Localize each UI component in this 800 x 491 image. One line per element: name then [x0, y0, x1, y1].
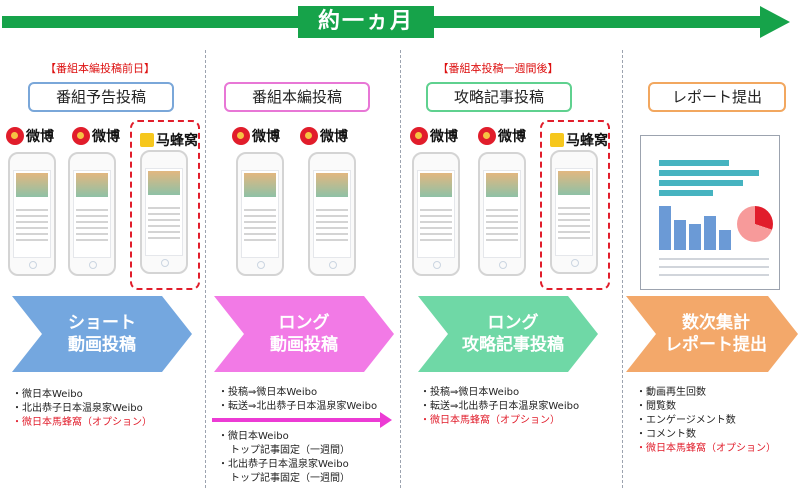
timeline-arrow-head	[760, 6, 790, 38]
chevron-3-label: ロング攻略記事投稿	[462, 312, 564, 355]
chevron-1	[12, 296, 192, 372]
weibo-logo: 微博	[478, 126, 526, 146]
weibo-icon	[300, 127, 318, 145]
phase-3-bullets: 投稿⇒微日本Weibo 転送⇒北出恭子日本温泉家Weibo 微日本馬蜂窩（オプシ…	[420, 386, 579, 428]
phone-screenshot	[308, 152, 356, 276]
chevron-4	[626, 296, 798, 372]
chevron-2	[214, 296, 394, 372]
mafengwo-icon	[550, 133, 564, 147]
chevron-2-label: ロング動画投稿	[270, 312, 338, 355]
bullet-subitem: トップ記事固定（一週間）	[230, 473, 350, 484]
weibo-icon	[72, 127, 90, 145]
phase-4-bullets: 動画再生回数 閲覧数 エンゲージメント数 コメント数 微日本馬蜂窩（オプション）	[636, 386, 776, 456]
phone-screenshot	[412, 152, 460, 276]
phase-divider	[400, 50, 401, 488]
phase-2-pinned-bullets: 微日本Weibo トップ記事固定（一週間） 北出恭子日本温泉家Weibo トップ…	[218, 430, 350, 486]
bullet-item: コメント数	[636, 428, 776, 442]
weibo-logo: 微博	[300, 126, 348, 146]
weibo-icon	[232, 127, 250, 145]
phase-1-note: 【番組本編投稿前日】	[45, 62, 155, 75]
phase-1-title: 番組予告投稿	[28, 82, 174, 112]
mafengwo-logo: 马蜂窝	[550, 130, 608, 150]
phone-screenshot	[68, 152, 116, 276]
option-highlight-box	[130, 120, 200, 290]
bullet-item: 動画再生回数	[636, 386, 776, 400]
timeline-arrow: 約一ヵ月	[2, 2, 798, 42]
weibo-icon	[6, 127, 24, 145]
chevron-1-label: ショート動画投稿	[68, 312, 136, 355]
phase-divider	[205, 50, 206, 488]
bullet-subitem: トップ記事固定（一週間）	[230, 445, 350, 456]
weibo-logo: 微博	[410, 126, 458, 146]
bullet-item: 投稿⇒微日本Weibo	[420, 386, 579, 400]
phase-2-title: 番組本編投稿	[224, 82, 370, 112]
bullet-item: 北出恭子日本温泉家Weibo	[12, 402, 152, 416]
weibo-icon	[478, 127, 496, 145]
phone-screenshot	[8, 152, 56, 276]
bullet-item: 微日本馬蜂窩（オプション）	[420, 414, 579, 428]
pie-chart-icon	[737, 206, 773, 242]
option-highlight-box	[540, 120, 610, 290]
bullet-item: 転送⇒北出恭子日本温泉家Weibo	[420, 400, 579, 414]
weibo-logo: 微博	[6, 126, 54, 146]
bullet-item: 転送⇒北出恭子日本温泉家Weibo	[218, 400, 377, 414]
bullet-item: エンゲージメント数	[636, 414, 776, 428]
bullet-item: 微日本Weibo	[12, 388, 152, 402]
phase-3-note: 【番組本投稿一週間後】	[437, 62, 559, 75]
phone-screenshot	[140, 150, 188, 274]
report-document-icon	[640, 135, 780, 290]
phone-screenshot	[550, 150, 598, 274]
phase-2-bullets: 投稿⇒微日本Weibo 転送⇒北出恭子日本温泉家Weibo	[218, 386, 377, 414]
mafengwo-logo: 马蜂窝	[140, 130, 198, 150]
phase-1-bullets: 微日本Weibo 北出恭子日本温泉家Weibo 微日本馬蜂窩（オプション）	[12, 388, 152, 430]
chevron-4-label: 数次集計レポート提出	[665, 312, 767, 355]
phase-3-title: 攻略記事投稿	[426, 82, 572, 112]
phase-4-title: レポート提出	[648, 82, 786, 112]
bullet-item: 投稿⇒微日本Weibo	[218, 386, 377, 400]
chevron-3	[418, 296, 598, 372]
bullet-item: 北出恭子日本温泉家Weibo	[218, 458, 350, 472]
phone-screenshot	[236, 152, 284, 276]
weibo-logo: 微博	[232, 126, 280, 146]
phase-divider	[622, 50, 623, 488]
phone-screenshot	[478, 152, 526, 276]
timeline-label: 約一ヵ月	[298, 6, 434, 38]
bullet-item: 微日本馬蜂窩（オプション）	[12, 416, 152, 430]
bullet-item: 微日本Weibo	[218, 430, 350, 444]
weibo-logo: 微博	[72, 126, 120, 146]
bullet-item: 閲覧数	[636, 400, 776, 414]
bar-chart-icon	[659, 202, 735, 250]
mafengwo-icon	[140, 133, 154, 147]
weibo-icon	[410, 127, 428, 145]
bullet-item: 微日本馬蜂窩（オプション）	[636, 442, 776, 456]
duration-arrow	[212, 412, 392, 428]
